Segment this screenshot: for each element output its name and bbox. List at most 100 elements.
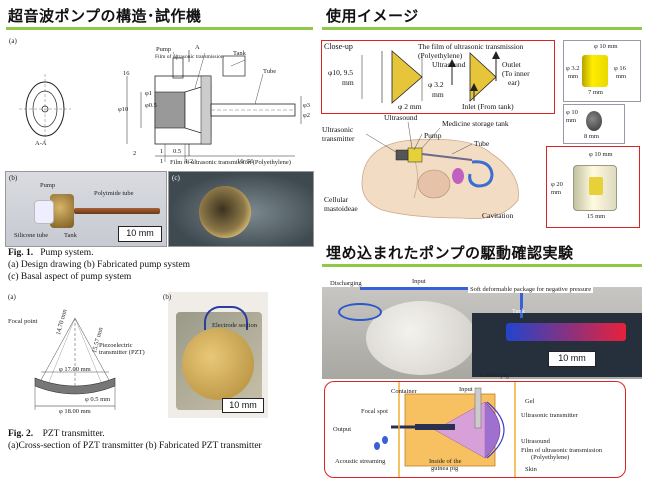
- dim-7: 0.5: [173, 148, 182, 155]
- fig2-cross-section: (a) Focal point 14.70 mm 15.57 mm Piezoe…: [5, 290, 165, 428]
- soft-pkg-label: Soft deformable package for negative pre…: [468, 286, 594, 293]
- dim-8: 1: [160, 158, 164, 165]
- dim-5: φ2: [303, 112, 311, 119]
- pump-photo: [50, 194, 74, 228]
- dim-4: φ3: [303, 102, 311, 109]
- fig2-caption-line2: (a)Cross-section of PZT transmitter (b) …: [8, 441, 262, 451]
- implant-diagram-box: Container Input Gel Focal spot Ultrasoni…: [324, 381, 626, 478]
- focal-point-label: Focal point: [8, 318, 38, 325]
- output-label: Output: [333, 426, 352, 433]
- fig1-caption: Fig. 1. Pump system. (a) Design drawing …: [8, 247, 308, 283]
- pump-3d-shape: [582, 55, 608, 87]
- p-d16-label: φ 16: [614, 65, 626, 72]
- dim-12: 2: [133, 150, 137, 157]
- tank-implant-label: Tank: [512, 308, 525, 315]
- guinea-pig-photo: [366, 301, 476, 375]
- ultrasound-label: Ultrasound: [432, 60, 466, 69]
- film-c-label: Film of ultrasonic transmission (Polyeth…: [170, 159, 291, 166]
- dim-2: φ0.5: [145, 102, 157, 109]
- p-d32b-label: mm: [568, 73, 579, 80]
- closeup-svg: [361, 50, 500, 104]
- transmitter2-label: transmitter: [322, 134, 355, 143]
- pump-b-label: Pump: [40, 182, 56, 189]
- tank-inner-pump: [589, 177, 603, 195]
- implant-diagram-svg: [374, 382, 516, 477]
- outlet-label: Outlet: [502, 60, 521, 69]
- d05-label: φ 0.5 mm: [85, 396, 111, 403]
- fig1-scale-bar: 10 mm: [118, 226, 162, 242]
- p-d32-label: φ 3.2: [566, 65, 580, 72]
- t-d20b-label: mm: [551, 189, 562, 196]
- fig1-a-label: (a): [9, 37, 17, 45]
- silicone-label: Silicone tube: [14, 232, 49, 239]
- dim-3: φ10: [118, 106, 129, 113]
- streaming-label: Acoustic streaming: [335, 458, 386, 465]
- polyimide-tube-photo: [74, 208, 160, 214]
- ut-label: Ultrasonic transmitter: [521, 412, 578, 419]
- ultrasound2-label: Ultrasound: [384, 113, 418, 122]
- d18-label: φ 18.00 mm: [59, 408, 91, 415]
- polyimide-label: Polyimide tube: [94, 190, 134, 197]
- fig2-caption: Fig. 2. PZT transmitter. (a)Cross-sectio…: [8, 428, 312, 452]
- d2-label: φ 2 mm: [398, 102, 422, 111]
- fig1-design-drawing: (a) A-A Pump Film of ultrasonic transmis…: [5, 34, 313, 170]
- fig1-drawing-svg: [19, 50, 302, 162]
- d10b-label: mm: [342, 78, 354, 87]
- p-d10-label: φ 10 mm: [594, 43, 618, 50]
- tube-label: Tube: [263, 68, 277, 75]
- dim-9: 1.2: [185, 158, 194, 165]
- inside-label: Inside of the: [429, 458, 462, 465]
- fig1-title: Pump system.: [40, 248, 94, 258]
- fig2-svg: [34, 317, 116, 410]
- pump-dims-box: φ 10 mm φ 3.2 mm φ 16 mm 7 mm: [563, 40, 641, 102]
- input-tube-line: [360, 287, 523, 318]
- t-d20-label: φ 20: [551, 181, 563, 188]
- tube-label-usage: Tube: [474, 139, 490, 148]
- heading-rule-implant: [322, 264, 642, 267]
- fig2-b-photo: 10 mm: [168, 292, 268, 418]
- gel-label: Gel: [525, 398, 535, 405]
- heading-rule-usage: [322, 27, 642, 30]
- discharging-ring: [338, 303, 382, 321]
- dim-10: 16~56: [237, 158, 254, 165]
- outlet3-label: ear): [508, 78, 520, 87]
- cellular-label: Cellular: [324, 195, 349, 204]
- ear-svg: [361, 121, 519, 219]
- outlet2-label: (To inner: [502, 69, 530, 78]
- fig1-b-label: (b): [9, 174, 18, 182]
- silicone-tube-photo: [34, 200, 54, 224]
- fig2-title: PZT transmitter.: [42, 429, 105, 439]
- ultrasound-implant-label: Ultrasound: [521, 438, 550, 445]
- fig1-b-photo: (b) Pump Polyimide tube Silicone tube Ta…: [5, 171, 167, 247]
- t-d10-label: φ 10 mm: [589, 151, 613, 158]
- inside2-label: guinea pig: [431, 465, 459, 472]
- fig2-a-label: (a): [8, 293, 16, 301]
- input-label: Input: [412, 278, 426, 285]
- d17-label: φ 17.00 mm: [59, 366, 91, 373]
- input2-label: Input: [459, 386, 473, 393]
- dim-1: φ1: [145, 90, 153, 97]
- d10-label: φ10, 9.5: [328, 68, 353, 77]
- inlet-label: Inlet (From tank): [462, 102, 514, 111]
- p-d16b-label: mm: [616, 73, 627, 80]
- film-label: The film of ultrasonic transmission: [418, 42, 524, 51]
- container-label: Container: [391, 388, 417, 395]
- pump-basal-photo: [199, 186, 251, 238]
- ear-illustration: Ultrasound Ultrasonic transmitter Medici…: [322, 114, 544, 226]
- pump-label: Pump: [156, 46, 172, 53]
- film2-label: (Polyethylene): [418, 51, 463, 60]
- mastoideae-label: mastoideae: [324, 204, 358, 213]
- heading-structure: 超音波ポンプの構造･試作機: [8, 7, 202, 25]
- electrode-wire-photo: [204, 306, 248, 330]
- film2-implant-label: (Polyethylene): [531, 454, 570, 461]
- pzt-label: Piezoelectric transmitter (PZT): [99, 342, 145, 356]
- cavitation-label: Cavitation: [482, 211, 514, 220]
- t-15-label: 15 mm: [587, 213, 606, 220]
- heading-implant: 埋め込まれたポンプの駆動確認実験: [326, 244, 574, 262]
- pump-label-usage: Pump: [424, 131, 442, 140]
- med-label: Medicine storage tank: [442, 119, 509, 128]
- discharging-label: Discharging: [330, 280, 362, 287]
- film-implant-label: Film of ultrasonic transmission: [521, 447, 603, 454]
- tank-photo: [506, 323, 626, 341]
- p-d10c-label: mm: [566, 117, 577, 124]
